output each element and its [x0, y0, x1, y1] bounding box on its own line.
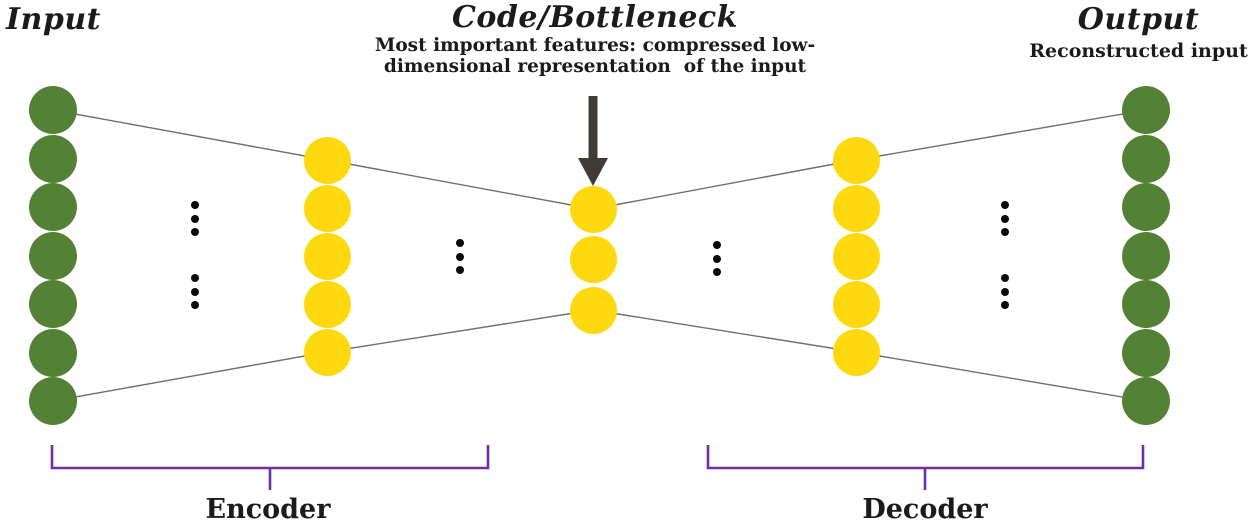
hidden-node	[303, 232, 351, 280]
input-node	[29, 183, 77, 231]
input-node	[29, 280, 77, 328]
more-nodes-ellipsis-icon	[713, 268, 721, 276]
input-node	[29, 86, 77, 134]
input-node	[29, 231, 77, 280]
decoder-bracket	[706, 445, 1145, 470]
more-nodes-ellipsis-icon	[191, 274, 199, 282]
code-node	[569, 286, 617, 334]
hidden-node	[832, 136, 880, 184]
hidden-node	[832, 232, 880, 280]
code-bottleneck-subtitle-line2: dimensional representation of the input	[383, 56, 807, 77]
output-node	[1122, 86, 1170, 134]
output-node	[1122, 231, 1170, 280]
output-layer-title: Output	[1077, 2, 1200, 37]
input-layer-title: Input	[6, 2, 101, 37]
output-layer-subtitle: Reconstructed input	[1029, 40, 1248, 62]
connection-line	[52, 109, 328, 161]
hidden-node	[832, 184, 880, 232]
code-node	[569, 236, 617, 283]
code-bottleneck-block: Code/Bottleneck Most important features:…	[345, 0, 845, 77]
more-nodes-ellipsis-icon	[1001, 301, 1009, 309]
more-nodes-ellipsis-icon	[191, 214, 199, 223]
connection-line	[592, 309, 857, 353]
hidden-node	[303, 328, 351, 376]
more-nodes-ellipsis-icon	[1001, 201, 1009, 209]
hidden-node	[303, 136, 351, 184]
hidden-node	[303, 184, 351, 232]
more-nodes-ellipsis-icon	[191, 201, 199, 209]
connection-line	[855, 109, 1147, 161]
connection-line	[326, 159, 594, 210]
more-nodes-ellipsis-icon	[713, 254, 721, 263]
connection-line	[855, 351, 1147, 402]
more-nodes-ellipsis-icon	[456, 266, 464, 274]
more-nodes-ellipsis-icon	[191, 287, 199, 296]
more-nodes-ellipsis-icon	[1001, 287, 1009, 296]
input-node	[29, 134, 77, 183]
encoder-label: Encoder	[205, 494, 331, 525]
hidden-node	[303, 280, 351, 328]
connection-line	[592, 159, 857, 210]
more-nodes-ellipsis-icon	[1001, 214, 1009, 223]
encoder-bracket	[50, 445, 490, 470]
bottleneck-arrow-icon	[578, 158, 608, 186]
output-block: Output Reconstructed input	[1027, 2, 1250, 62]
output-node	[1122, 377, 1170, 425]
input-node	[29, 377, 77, 425]
connection-line	[326, 309, 594, 353]
bottleneck-arrow-icon	[588, 96, 598, 158]
code-bottleneck-subtitle-line1: Most important features: compressed low-	[374, 35, 816, 56]
more-nodes-ellipsis-icon	[191, 301, 199, 309]
decoder-label: Decoder	[862, 494, 988, 525]
more-nodes-ellipsis-icon	[713, 241, 721, 249]
code-node	[569, 185, 617, 233]
output-node	[1122, 280, 1170, 328]
more-nodes-ellipsis-icon	[456, 239, 464, 247]
code-bottleneck-title: Code/Bottleneck	[452, 0, 738, 35]
input-node	[29, 328, 77, 377]
output-node	[1122, 134, 1170, 183]
hidden-node	[832, 328, 880, 376]
more-nodes-ellipsis-icon	[1001, 274, 1009, 282]
output-node	[1122, 328, 1170, 377]
connection-line	[52, 351, 328, 402]
more-nodes-ellipsis-icon	[1001, 228, 1009, 236]
more-nodes-ellipsis-icon	[191, 228, 199, 236]
hidden-node	[832, 280, 880, 328]
output-node	[1122, 183, 1170, 231]
more-nodes-ellipsis-icon	[456, 252, 464, 261]
